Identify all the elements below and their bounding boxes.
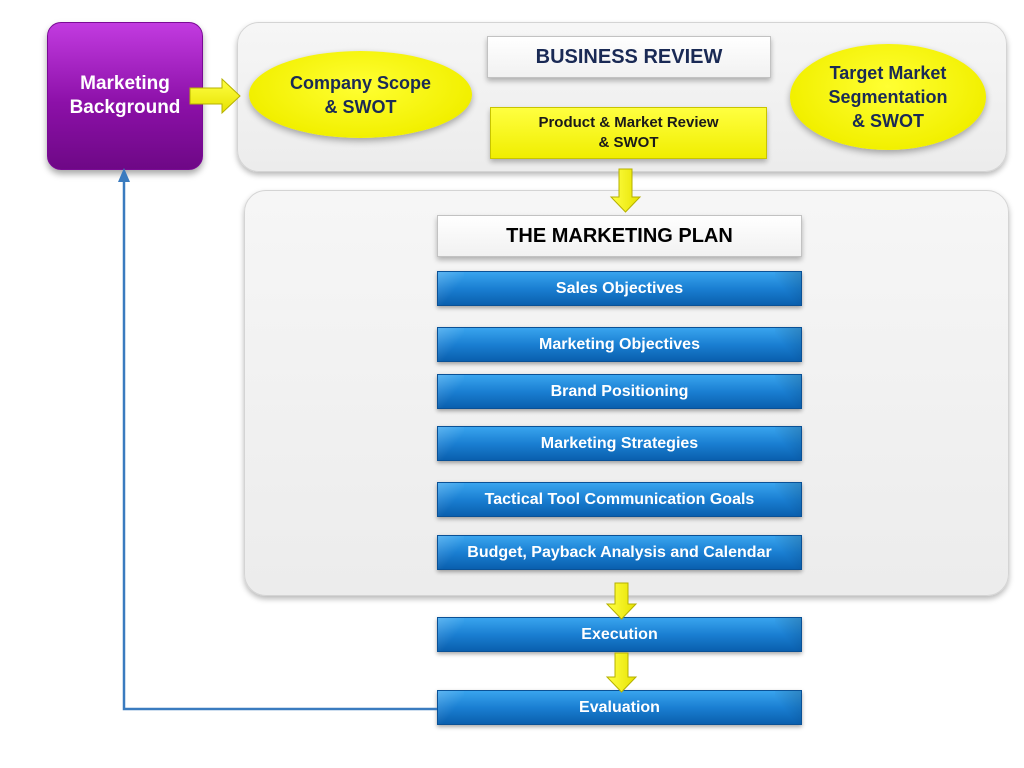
business-review-title-text: BUSINESS REVIEW <box>535 45 723 68</box>
marketing-plan-title[interactable]: THE MARKETING PLAN <box>437 215 802 257</box>
marketing-plan-title-text: THE MARKETING PLAN <box>506 224 733 247</box>
target-market-line3: & SWOT <box>852 111 924 131</box>
arrow-down-icon <box>609 168 642 213</box>
step-label: Budget, Payback Analysis and Calendar <box>467 543 772 561</box>
step-label: Brand Positioning <box>550 382 689 400</box>
product-market-line1: Product & Market Review <box>538 114 719 131</box>
evaluation-box[interactable]: Evaluation <box>437 690 802 725</box>
step-label: Marketing Strategies <box>540 434 699 452</box>
execution-label: Execution <box>581 625 658 643</box>
target-market-ellipse[interactable]: Target Market Segmentation & SWOT <box>790 44 986 150</box>
feedback-loop-arrow-icon <box>118 168 437 711</box>
step-tactical-tool-communication-goals[interactable]: Tactical Tool Communication Goals <box>437 482 802 517</box>
evaluation-label: Evaluation <box>579 698 660 716</box>
target-market-line2: Segmentation <box>828 87 948 107</box>
marketing-background-box[interactable]: Marketing Background <box>47 22 203 170</box>
step-budget-payback-calendar[interactable]: Budget, Payback Analysis and Calendar <box>437 535 802 570</box>
step-marketing-strategies[interactable]: Marketing Strategies <box>437 426 802 461</box>
product-market-line2: & SWOT <box>598 134 659 151</box>
step-label: Sales Objectives <box>555 279 684 297</box>
arrow-down-icon <box>605 582 638 620</box>
marketing-background-line1: Marketing <box>80 73 170 94</box>
step-label: Tactical Tool Communication Goals <box>484 490 755 508</box>
marketing-background-line2: Background <box>69 97 181 118</box>
step-marketing-objectives[interactable]: Marketing Objectives <box>437 327 802 362</box>
business-review-title[interactable]: BUSINESS REVIEW <box>487 36 771 78</box>
company-scope-ellipse[interactable]: Company Scope & SWOT <box>249 51 472 138</box>
step-label: Marketing Objectives <box>539 335 700 353</box>
target-market-line1: Target Market <box>829 63 947 83</box>
product-market-review-box[interactable]: Product & Market Review & SWOT <box>490 107 767 159</box>
execution-box[interactable]: Execution <box>437 617 802 652</box>
company-scope-line2: & SWOT <box>324 96 397 117</box>
step-brand-positioning[interactable]: Brand Positioning <box>437 374 802 409</box>
step-sales-objectives[interactable]: Sales Objectives <box>437 271 802 306</box>
arrow-right-icon <box>189 77 241 115</box>
company-scope-line1: Company Scope <box>289 72 432 93</box>
arrow-down-icon <box>605 652 638 693</box>
